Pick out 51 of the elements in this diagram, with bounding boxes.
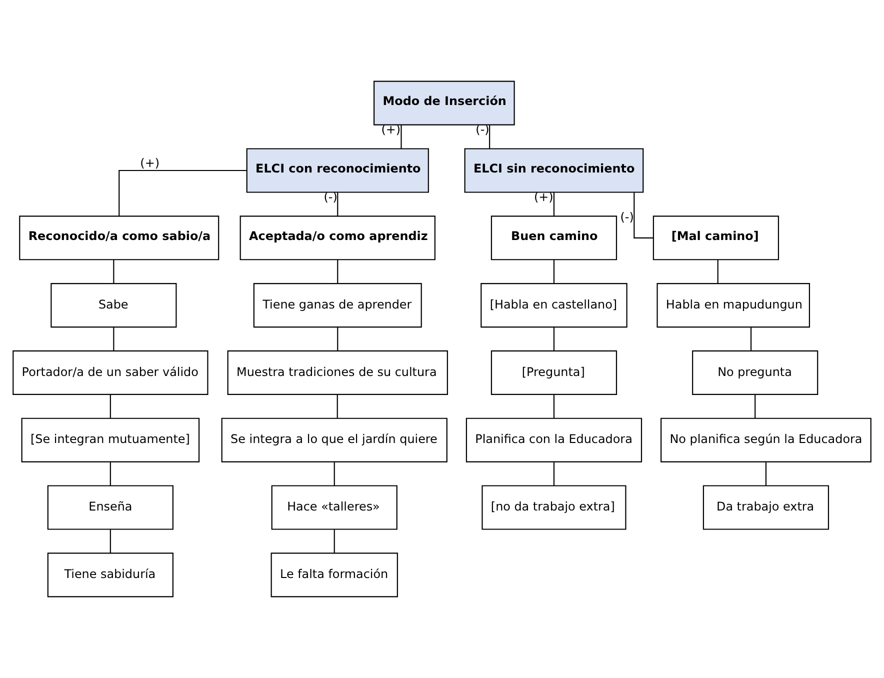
connector <box>337 260 338 284</box>
connector <box>337 327 338 351</box>
connector <box>110 530 111 554</box>
connector <box>110 462 111 486</box>
node-box: Muestra tradiciones de su cultura <box>227 350 448 395</box>
node-box: Tiene ganas de aprender <box>253 283 422 328</box>
node-box: Se integra a lo que el jardín quiere <box>221 418 448 462</box>
node-box: Reconocido/a como sabio/a <box>19 216 220 260</box>
node-box: Enseña <box>47 485 174 530</box>
node-box: [Pregunta] <box>490 350 618 395</box>
node-box: [no da trabajo extra] <box>482 485 626 530</box>
connector <box>118 170 247 216</box>
node-box: Hace «talleres» <box>271 485 398 530</box>
connector <box>765 462 766 486</box>
connector <box>754 394 756 418</box>
node-box: No planifica según la Educadora <box>660 418 872 462</box>
node-box: Habla en mapudungun <box>656 283 810 328</box>
node-box: Le falta formación <box>270 552 398 598</box>
connector <box>553 260 555 284</box>
connector <box>553 462 555 486</box>
node-box: [Habla en castellano] <box>480 283 628 328</box>
connector <box>334 530 335 554</box>
connector <box>400 125 402 149</box>
connector <box>634 192 654 238</box>
node-box: ELCI con reconocimiento <box>246 148 429 193</box>
connector <box>334 462 335 486</box>
connector <box>553 327 555 351</box>
connector <box>489 125 490 149</box>
node-box: Buen camino <box>490 216 618 260</box>
node-box: Da trabajo extra <box>702 485 830 530</box>
node-box: No pregunta <box>692 350 818 395</box>
node-box: ELCI sin reconocimiento <box>464 148 644 193</box>
edge-label: (-) <box>620 210 634 224</box>
connector <box>110 394 111 418</box>
node-box: Sabe <box>50 283 177 328</box>
connector <box>553 192 555 216</box>
connector <box>553 394 555 418</box>
node-box: Modo de Inserción <box>374 80 515 126</box>
edge-label: (+) <box>140 156 160 170</box>
node-box: Aceptada/o como aprendiz <box>240 216 436 260</box>
connector <box>336 394 338 418</box>
node-box: [Mal camino] <box>652 216 780 260</box>
node-box: Planifica con la Educadora <box>466 418 642 462</box>
connector <box>113 327 114 351</box>
connector <box>337 192 338 216</box>
connector <box>717 260 718 284</box>
connector <box>113 260 114 284</box>
node-box: Portador/a de un saber válido <box>12 350 208 395</box>
connector <box>750 327 752 351</box>
node-box: [Se integran mutuamente] <box>21 418 200 462</box>
node-box: Tiene sabiduría <box>47 552 174 598</box>
